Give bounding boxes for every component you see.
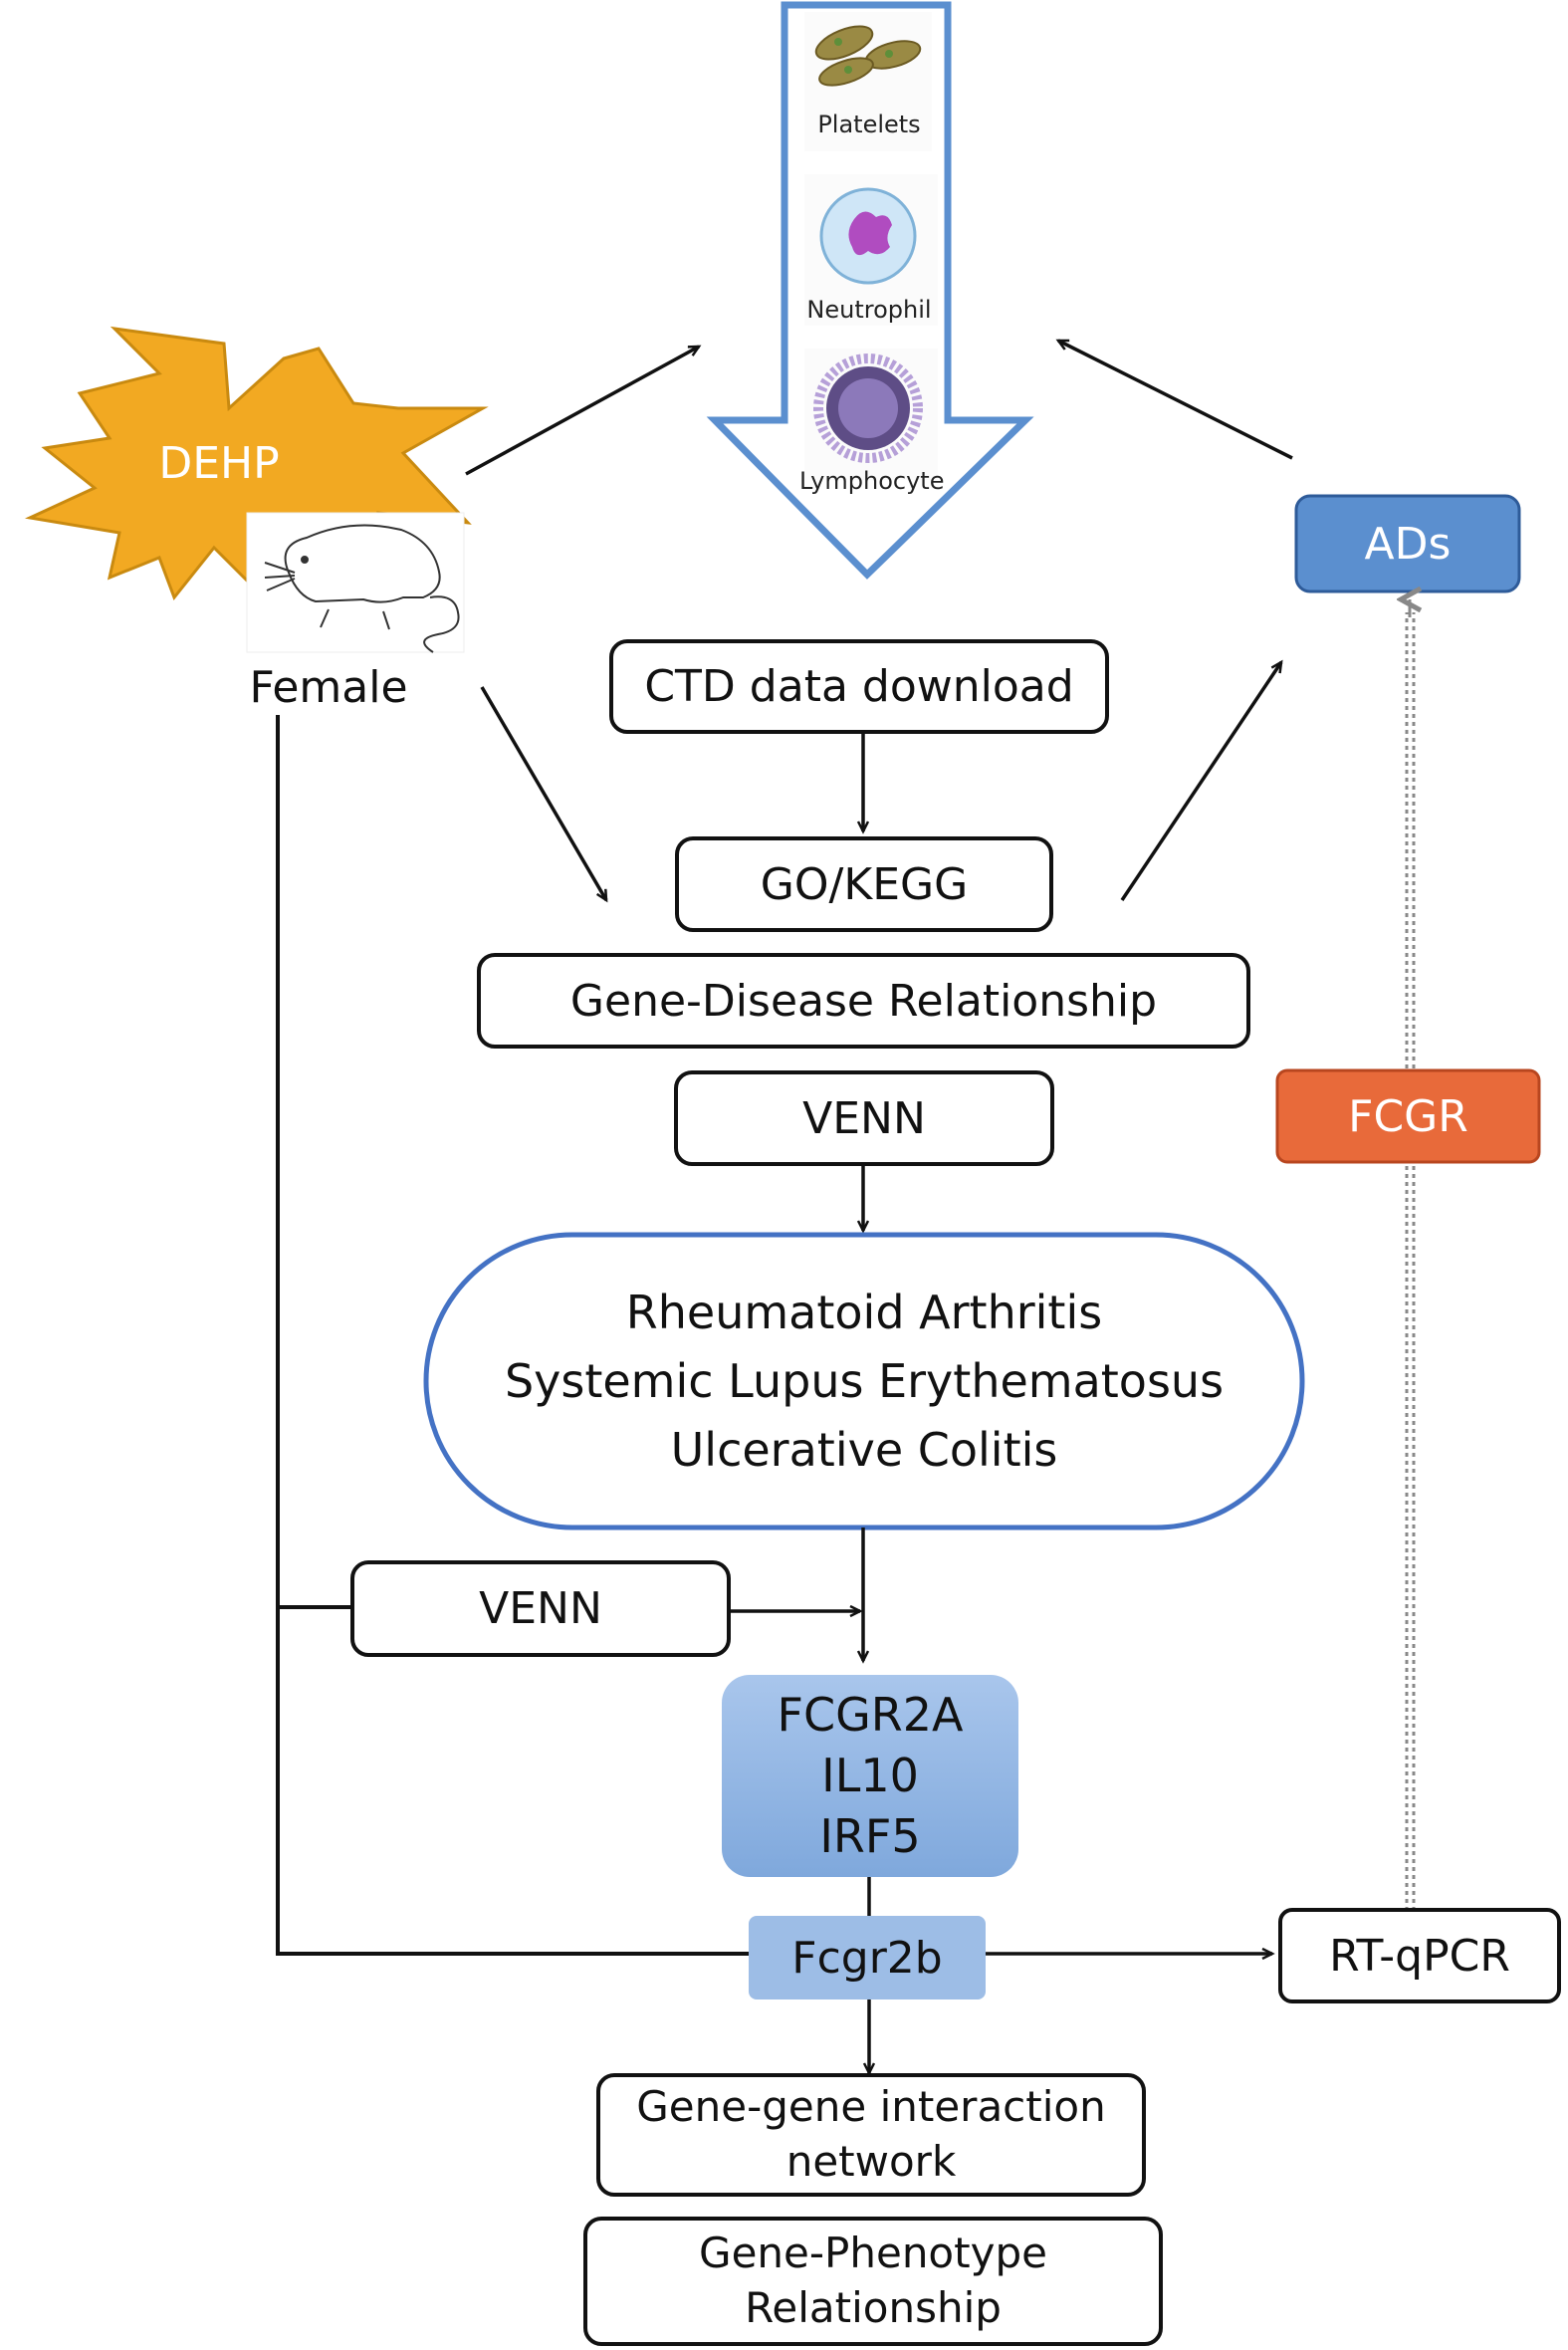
ads-label: ADs	[1364, 518, 1452, 570]
female-branch-line	[276, 715, 752, 1956]
dehp-label: DEHP	[158, 437, 280, 489]
fcgr-label: FCGR	[1348, 1090, 1468, 1142]
disease-1: Rheumatoid Arthritis	[625, 1285, 1103, 1339]
ctd-download-box: CTD data download	[609, 639, 1109, 734]
disease-2: Systemic Lupus Erythematosus	[504, 1353, 1225, 1408]
gene-disease-box: Gene-Disease Relationship	[477, 953, 1250, 1049]
gene-gene-network-box: Gene-gene interaction network	[596, 2073, 1146, 2197]
neutrophil-icon	[804, 174, 938, 326]
mouse-illustration	[246, 512, 465, 653]
lymphocyte-caption: Lymphocyte	[799, 467, 945, 495]
gene-gene-line-2: network	[785, 2137, 957, 2186]
fcgr2b-label: Fcgr2b	[791, 1932, 943, 1984]
platelets-caption: Platelets	[817, 111, 921, 138]
gene-box	[722, 1675, 1018, 1877]
gene-gene-line-1: Gene-gene interaction	[636, 2082, 1106, 2132]
disease-3: Ulcerative Colitis	[670, 1422, 1058, 1477]
lymphocyte-icon	[804, 349, 938, 480]
venn-box-1: VENN	[674, 1070, 1054, 1166]
disease-list: Rheumatoid Arthritis Systemic Lupus Eryt…	[426, 1235, 1302, 1528]
gene-list: FCGR2A IL10 IRF5	[722, 1675, 1018, 1877]
rt-qpcr-box: RT-qPCR	[1278, 1908, 1561, 2003]
fcgr-box	[1275, 1068, 1541, 1164]
neutrophil-caption: Neutrophil	[806, 296, 932, 324]
gene-phenotype-line-2: Relationship	[745, 2283, 1002, 2332]
fcgr2b-box	[749, 1916, 986, 1999]
platelets-icon	[804, 12, 932, 151]
go-kegg-box: GO/KEGG	[675, 836, 1053, 932]
gene-phenotype-box: Gene-Phenotype Relationship	[583, 2217, 1163, 2346]
venn-box-2: VENN	[350, 1560, 731, 1657]
gene-1: FCGR2A	[777, 1687, 964, 1742]
female-label: Female	[249, 661, 408, 713]
gene-phenotype-line-1: Gene-Phenotype	[699, 2229, 1047, 2278]
gene-3: IRF5	[819, 1809, 921, 1864]
gene-2: IL10	[821, 1748, 919, 1802]
